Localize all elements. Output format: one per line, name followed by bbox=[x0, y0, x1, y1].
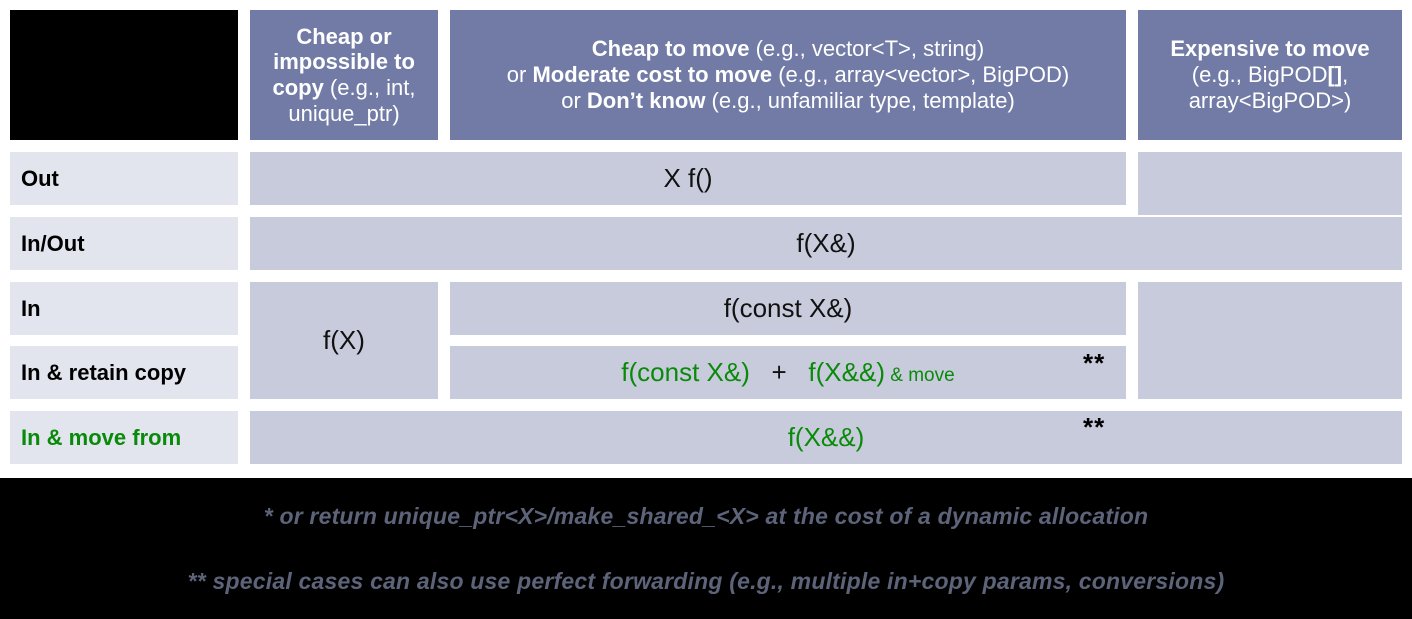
expensive-header-line-3: array<BigPOD>) bbox=[1188, 87, 1352, 113]
signature-text: f(X) bbox=[323, 325, 365, 356]
header-line-2-bold: Moderate cost to move bbox=[532, 62, 773, 88]
header-line-2: or Moderate cost to move (e.g., array<ve… bbox=[507, 62, 1069, 88]
row-label-text: In bbox=[21, 295, 41, 321]
expensive-header-bold: Expensive to move bbox=[1170, 36, 1370, 62]
expensive-header-line-2-tail: , bbox=[1342, 62, 1349, 88]
signature-group: f(const X&) + f(X&&) & move bbox=[621, 357, 954, 387]
cell-in-retain-copy-overloads: f(const X&) + f(X&&) & move bbox=[450, 346, 1126, 399]
signature-and-move: & move bbox=[885, 365, 955, 387]
header-line-3-bold: Don’t know bbox=[586, 87, 706, 113]
row-label-in-out: In/Out bbox=[10, 217, 238, 270]
header-line-1-bold: Cheap to move bbox=[591, 36, 750, 62]
cell-in-move-from-rvalue-ref: f(X&&) bbox=[250, 411, 1402, 464]
footnote-marker-text: ** bbox=[1083, 412, 1106, 442]
header-line-1: Cheap to move (e.g., vector<T>, string) bbox=[507, 36, 1069, 62]
cell-out-return-by-value: X f() bbox=[250, 152, 1126, 205]
expensive-header-line-2-text: (e.g., BigPOD bbox=[1191, 62, 1328, 88]
signature-plus: + bbox=[749, 357, 809, 388]
row-label-in-and-move-from: In & move from bbox=[10, 411, 238, 464]
cell-in-expensive-to-move bbox=[1138, 282, 1402, 399]
cell-in-by-value: f(X) bbox=[250, 282, 438, 399]
row-label-text: In & retain copy bbox=[21, 359, 187, 385]
signature-and-move-text: & move bbox=[890, 365, 955, 387]
footnote-single-star: * or return unique_ptr<X>/make_shared_<X… bbox=[263, 503, 1149, 529]
row-label-in-and-retain-copy: In & retain copy bbox=[10, 346, 238, 399]
signature-text: f(X&&) bbox=[787, 422, 865, 453]
row-label-in: In bbox=[10, 282, 238, 335]
header-line-3-detail: (e.g., unfamiliar type, template) bbox=[705, 87, 1015, 113]
header-detail-text: (e.g., int, unique_ptr) bbox=[288, 75, 416, 126]
row-label-out: Out bbox=[10, 152, 238, 205]
header-line-2-detail: (e.g., array<vector>, BigPOD) bbox=[772, 62, 1070, 88]
expensive-header-line-2-bold: [] bbox=[1327, 62, 1343, 88]
expensive-header-line-1: Expensive to move bbox=[1170, 36, 1369, 62]
guidelines-table: Cheap or impossible to copy (e.g., int, … bbox=[0, 0, 1412, 478]
expensive-header-line-2: (e.g., BigPOD[], bbox=[1170, 62, 1369, 88]
cell-out-expensive-to-move bbox=[1138, 152, 1402, 215]
column-header-cheap-to-move: Cheap to move (e.g., vector<T>, string) … bbox=[450, 10, 1126, 140]
row-label-text: In & move from bbox=[21, 424, 182, 450]
row-label-text: Out bbox=[21, 165, 59, 191]
signature-rvalue-ref: f(X&&) bbox=[808, 357, 885, 388]
signature-text: X f() bbox=[663, 163, 713, 194]
cell-in-const-ref: f(const X&) bbox=[450, 282, 1126, 335]
footnote-double-star: ** special cases can also use perfect fo… bbox=[187, 568, 1225, 594]
column-header-cheap-or-impossible-to-copy: Cheap or impossible to copy (e.g., int, … bbox=[250, 10, 438, 140]
footnote-marker-retain-copy: ** bbox=[1083, 350, 1105, 376]
row-label-text: In/Out bbox=[21, 230, 85, 256]
header-line-2-prefix: or bbox=[506, 62, 533, 88]
signature-text: f(const X&) bbox=[723, 293, 853, 324]
footnote-marker-move-from: ** bbox=[1083, 414, 1105, 440]
signature-const-ref: f(const X&) bbox=[621, 357, 750, 388]
header-bold-text: Cheap or impossible to copy bbox=[272, 23, 415, 100]
header-line-3: or Don’t know (e.g., unfamiliar type, te… bbox=[507, 88, 1069, 114]
column-header-expensive-to-move: Expensive to move (e.g., BigPOD[], array… bbox=[1138, 10, 1402, 140]
cell-in-out-lvalue-ref: f(X&) bbox=[250, 217, 1402, 270]
footnote-marker-text: ** bbox=[1083, 348, 1106, 378]
header-line-3-prefix: or bbox=[561, 87, 587, 113]
header-line-1-detail: (e.g., vector<T>, string) bbox=[749, 36, 985, 62]
footnotes-area: * or return unique_ptr<X>/make_shared_<X… bbox=[0, 478, 1412, 619]
signature-text: f(X&) bbox=[796, 228, 856, 259]
table-corner-cell bbox=[10, 10, 238, 140]
